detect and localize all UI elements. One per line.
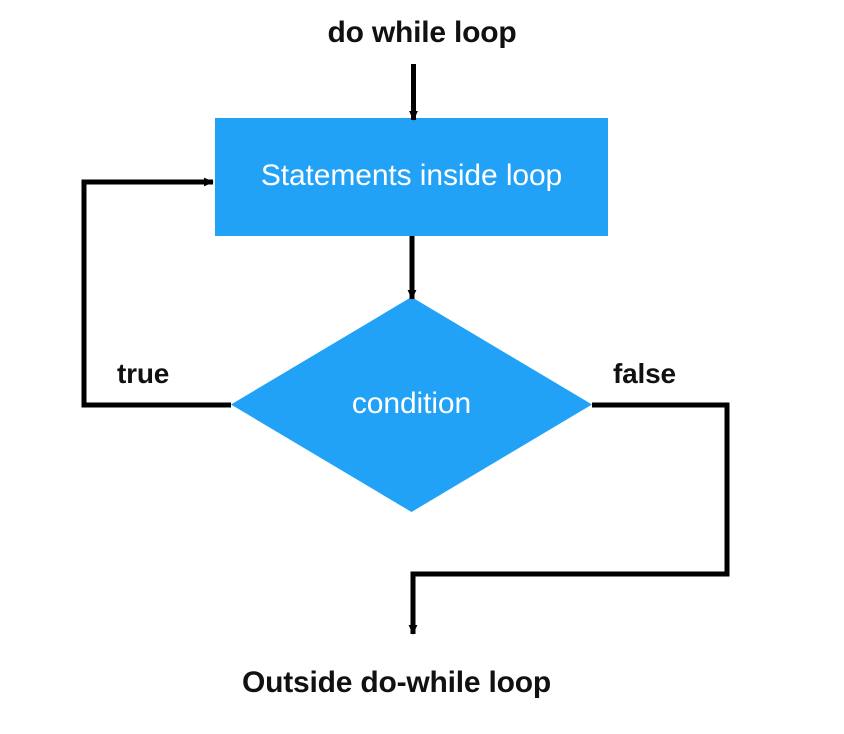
decision-diamond-label: condition (351, 387, 472, 420)
process-rectangle (215, 118, 608, 236)
edge-label-true: true (117, 358, 170, 389)
page-title: do while loop (327, 16, 517, 49)
process-rectangle-label: Statements inside loop (260, 159, 563, 192)
decision-diamond (231, 297, 592, 512)
false-exit-path (408, 402, 730, 635)
true-loopback-path (81, 177, 231, 408)
edge-label-false: false (613, 358, 676, 389)
footer-label: Outside do-while loop (241, 666, 552, 699)
